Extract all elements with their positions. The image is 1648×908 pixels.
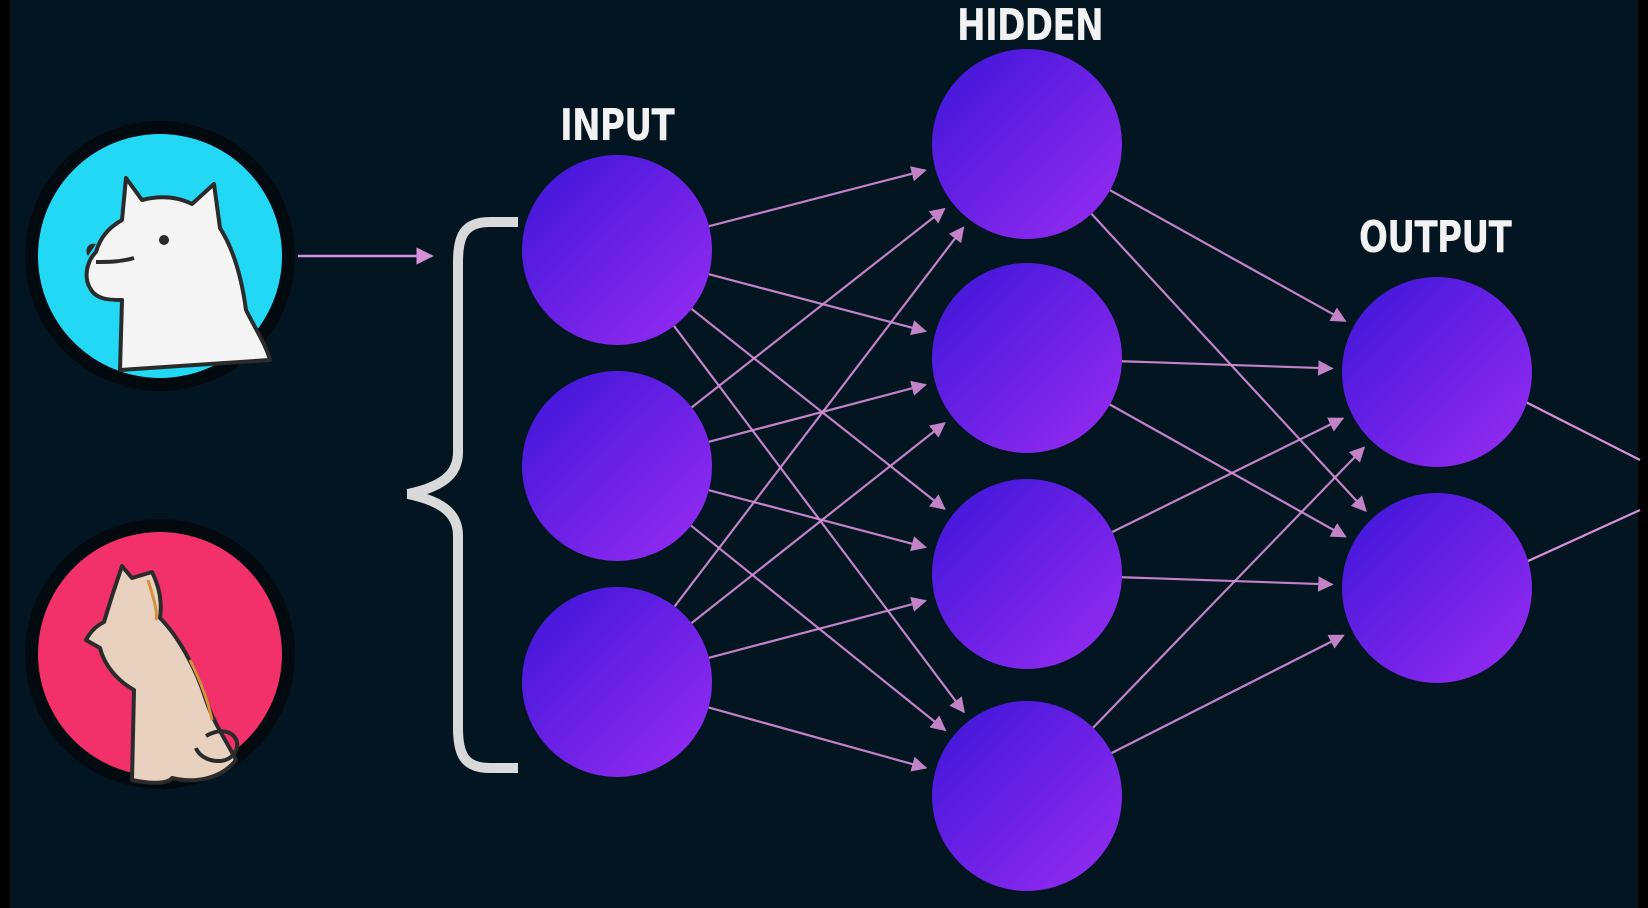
input-layer-label: INPUT (559, 100, 675, 151)
diagram-background (10, 0, 1638, 908)
dog-icon (84, 176, 272, 372)
connection-input-2-to-hidden-1 (691, 207, 946, 409)
connection-input-3-to-hidden-2 (690, 422, 946, 624)
connection-input-3-to-hidden-1 (673, 226, 965, 608)
connection-input-1-to-hidden-1 (708, 166, 927, 228)
hidden-neuron-1 (932, 49, 1122, 239)
input-neuron-2 (522, 371, 712, 561)
output-neuron-1 (1342, 277, 1532, 467)
output-layer-label: OUTPUT (1358, 212, 1512, 263)
dog-image (25, 121, 295, 391)
output-neuron-2 (1342, 493, 1532, 683)
connection-hidden-1-to-output-1 (1109, 189, 1347, 322)
connection-input-2-to-hidden-3 (708, 489, 927, 552)
connection-hidden-4-to-output-1 (1092, 446, 1366, 729)
hidden-neuron-3 (932, 479, 1122, 669)
connection-hidden-2-to-output-2 (1109, 403, 1347, 538)
connection-hidden-1-to-output-2 (1090, 213, 1367, 512)
cat-icon (84, 564, 238, 785)
connection-input-3-to-hidden-3 (708, 596, 927, 659)
cat-image (25, 519, 295, 789)
connection-hidden-3-to-output-1 (1111, 417, 1345, 534)
hidden-neuron-4 (932, 701, 1122, 891)
input-bracket (406, 217, 518, 773)
connection-input-1-to-hidden-2 (708, 273, 927, 336)
connection-hidden-3-to-output-2 (1121, 576, 1334, 592)
connection-hidden-4-to-output-2 (1111, 634, 1345, 755)
connection-input-2-to-hidden-4 (690, 524, 947, 732)
connections-group (673, 166, 1641, 772)
connection-input-1-to-hidden-3 (690, 308, 946, 510)
hidden-layer-label: HIDDEN (957, 0, 1104, 51)
connection-input-2-to-hidden-2 (708, 380, 927, 443)
input-neuron-1 (522, 155, 712, 345)
neurons-group (522, 49, 1532, 891)
input-neuron-3 (522, 587, 712, 777)
connection-input-3-to-hidden-4 (708, 706, 928, 772)
connection-hidden-2-to-output-1 (1121, 360, 1334, 376)
hidden-neuron-2 (932, 263, 1122, 453)
